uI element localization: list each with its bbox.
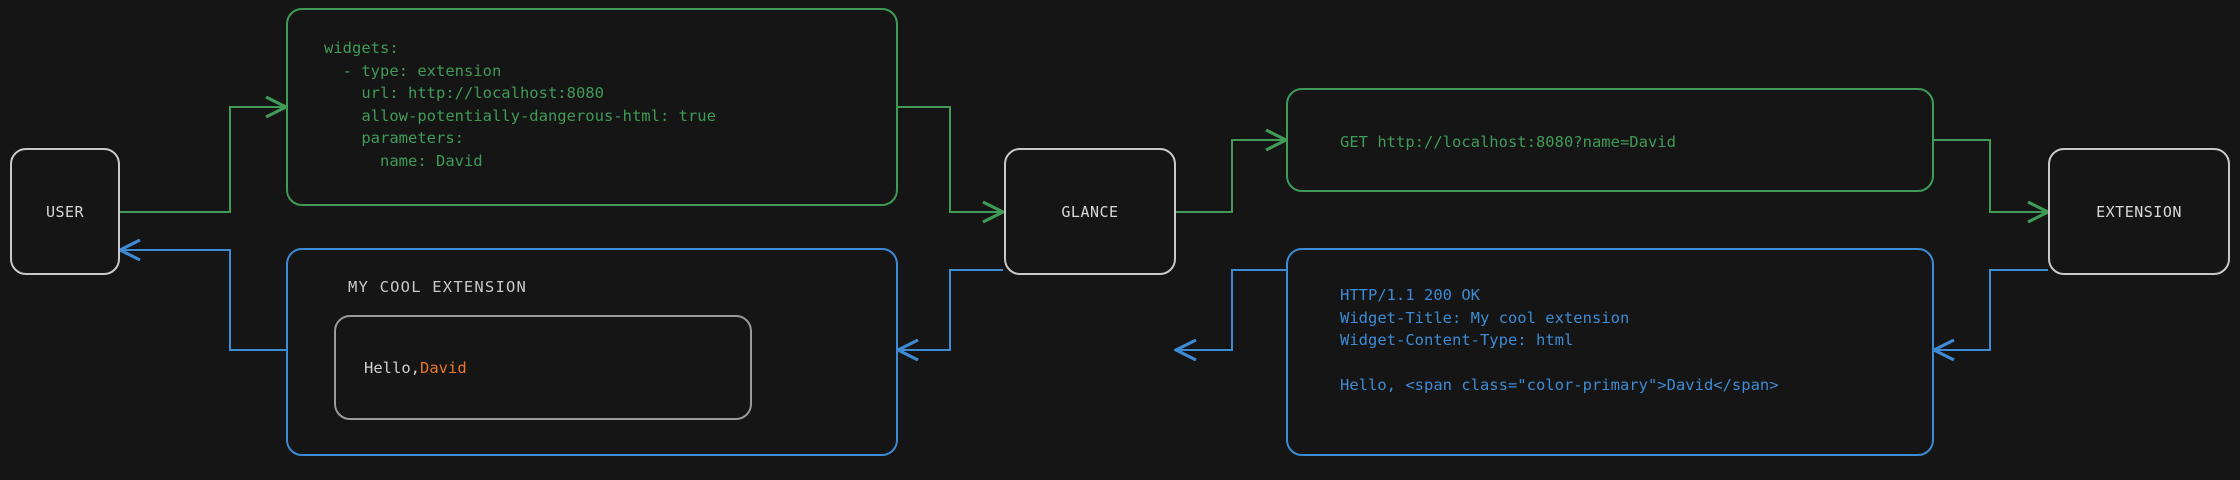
widget-preview-name: David <box>420 358 467 377</box>
panel-http-response: HTTP/1.1 200 OK Widget-Title: My cool ex… <box>1286 248 1934 456</box>
node-user-label: USER <box>45 202 85 221</box>
widget-preview-title: MY COOL EXTENSION <box>348 278 528 296</box>
widget-config-code: widgets: - type: extension url: http://l… <box>324 39 716 170</box>
node-extension[interactable]: EXTENSION <box>2048 148 2230 275</box>
edge-glance-to-widget-preview <box>898 269 1003 350</box>
widget-preview-greeting: Hello, <box>364 358 420 377</box>
widget-preview-body: Hello, David <box>334 315 752 420</box>
edge-widget-preview-to-user <box>120 250 286 351</box>
edge-config-to-glance <box>898 106 1003 212</box>
node-glance[interactable]: GLANCE <box>1004 148 1176 275</box>
panel-http-request: GET http://localhost:8080?name=David <box>1286 88 1934 192</box>
panel-widget-config: widgets: - type: extension url: http://l… <box>286 8 898 206</box>
node-glance-label: GLANCE <box>1061 202 1119 221</box>
panel-widget-preview: MY COOL EXTENSION Hello, David <box>286 248 898 456</box>
edge-extension-to-response <box>1934 269 2048 350</box>
edge-glance-to-request <box>1176 140 1286 213</box>
http-request-code: GET http://localhost:8080?name=David <box>1340 133 1676 151</box>
edge-request-to-extension <box>1934 139 2048 212</box>
node-extension-label: EXTENSION <box>2096 202 2182 221</box>
node-user[interactable]: USER <box>10 148 120 275</box>
edge-response-to-glance <box>1176 269 1286 350</box>
edge-user-to-config <box>120 107 286 213</box>
http-response-code: HTTP/1.1 200 OK Widget-Title: My cool ex… <box>1340 286 1779 394</box>
